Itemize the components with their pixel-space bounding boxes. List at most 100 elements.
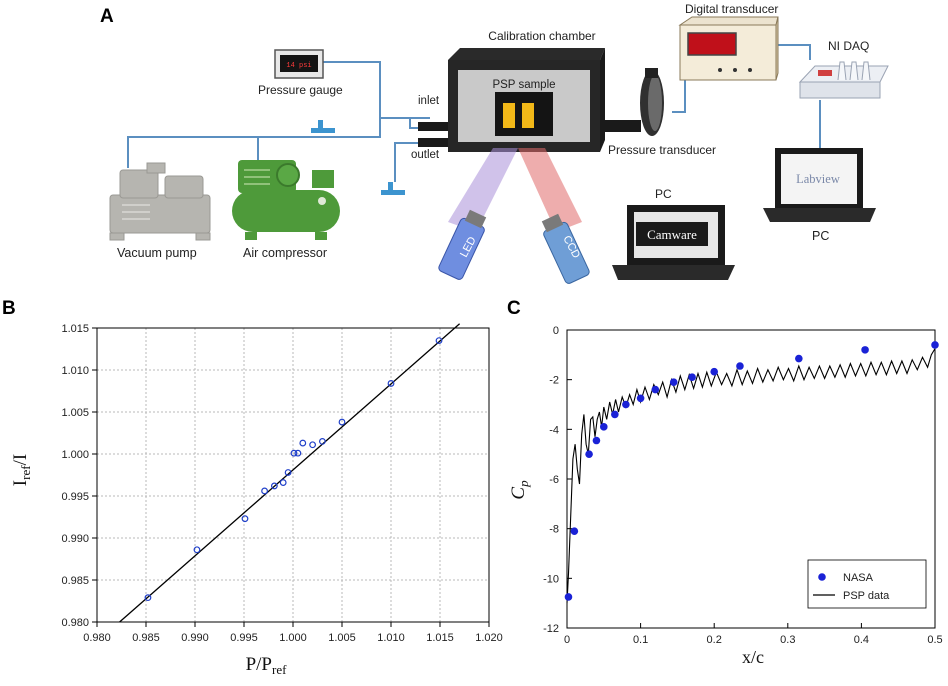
b-data-points bbox=[144, 337, 443, 602]
c-nasa-point bbox=[736, 362, 744, 370]
b-x-tick-label: 1.005 bbox=[328, 632, 356, 644]
c-nasa-point bbox=[710, 367, 718, 376]
b-y-tick-label: 0.990 bbox=[61, 533, 89, 545]
c-y-tick-label: -6 bbox=[549, 474, 559, 486]
c-nasa-point bbox=[564, 593, 573, 601]
b-x-tick-label: 1.020 bbox=[475, 632, 503, 644]
c-y-tick-label: -8 bbox=[549, 524, 559, 536]
b-data-point bbox=[319, 438, 326, 445]
c-y-tick-label: -4 bbox=[549, 424, 559, 436]
pressure-gauge: 14 psi bbox=[274, 49, 324, 79]
pc-camware-label: PC bbox=[655, 187, 672, 201]
b-grid bbox=[97, 328, 489, 622]
c-legend: NASA PSP data bbox=[807, 559, 927, 609]
c-y-axis-label: Cp bbox=[508, 480, 531, 500]
outlet-label: outlet bbox=[411, 149, 440, 161]
calibration-chamber bbox=[448, 48, 605, 152]
c-nasa-point bbox=[931, 341, 939, 349]
b-x-tick-label: 0.980 bbox=[83, 632, 111, 644]
b-data-point bbox=[338, 418, 346, 426]
vacuum-pump bbox=[109, 162, 211, 241]
digital-transducer-label: Digital transducer bbox=[685, 2, 778, 16]
labview-screen: Labview bbox=[796, 172, 840, 186]
inlet-label: inlet bbox=[418, 95, 440, 107]
c-y-tick-label: -10 bbox=[543, 573, 559, 585]
b-data-point bbox=[309, 441, 317, 449]
b-y-tick-label: 1.005 bbox=[61, 407, 89, 419]
b-data-point bbox=[387, 380, 395, 387]
ni-daq bbox=[798, 61, 889, 99]
camware-screen: Camware bbox=[647, 227, 697, 242]
panel-b-letter: B bbox=[2, 298, 16, 319]
b-y-tick-label: 1.015 bbox=[61, 323, 89, 335]
ccd-beam bbox=[518, 148, 582, 232]
c-nasa-point bbox=[636, 394, 645, 403]
c-nasa-point bbox=[585, 450, 593, 458]
b-data-point bbox=[270, 482, 278, 490]
b-y-axis-label: Iref/I bbox=[10, 454, 33, 486]
c-nasa-point bbox=[570, 527, 579, 535]
c-x-tick-label: 0.3 bbox=[780, 634, 795, 646]
c-x-tick-label: 0.4 bbox=[854, 634, 869, 646]
ccd-camera-icon bbox=[541, 213, 590, 284]
b-x-tick-label: 1.015 bbox=[426, 632, 454, 644]
b-data-point bbox=[241, 515, 249, 523]
panel-a-letter: A bbox=[100, 6, 114, 27]
psp-sample-label: PSP sample bbox=[492, 79, 555, 91]
valve-icon bbox=[311, 120, 405, 195]
led-beam bbox=[448, 148, 518, 232]
b-data-point bbox=[284, 469, 292, 476]
b-y-tick-label: 0.980 bbox=[61, 617, 89, 629]
b-y-tick-label: 0.995 bbox=[61, 491, 89, 503]
c-nasa-point bbox=[669, 378, 678, 386]
b-x-tick-label: 0.995 bbox=[230, 632, 258, 644]
b-data-point bbox=[144, 594, 152, 602]
b-x-axis-label: P/Pref bbox=[246, 654, 288, 677]
b-y-tick-label: 1.010 bbox=[61, 365, 89, 377]
b-data-point bbox=[294, 449, 302, 457]
c-y-tick-label: -12 bbox=[543, 623, 559, 635]
legend-nasa-label: NASA bbox=[843, 572, 874, 584]
b-x-tick-label: 0.990 bbox=[181, 632, 209, 644]
pc-labview-label: PC bbox=[812, 229, 829, 243]
b-x-tick-label: 1.000 bbox=[279, 632, 307, 644]
panel-c-letter: C bbox=[507, 298, 521, 319]
c-nasa-point bbox=[592, 436, 601, 445]
inlet-outlet-ports bbox=[418, 122, 448, 147]
legend-psp-label: PSP data bbox=[843, 590, 890, 602]
b-fit-line bbox=[119, 323, 461, 623]
led-light-icon bbox=[438, 209, 487, 280]
c-y-tick-label: -2 bbox=[549, 375, 559, 387]
panel-b-chart: B 0.980 0.985 0.990 0.995 1.000 1.005 1.010 1.0… bbox=[2, 298, 503, 677]
b-data-point bbox=[193, 546, 201, 554]
gauge-readout: 14 psi bbox=[286, 62, 311, 70]
c-x-axis-label: x/c bbox=[742, 647, 764, 667]
c-x-tick-label: 0.2 bbox=[707, 634, 722, 646]
b-x-tick-label: 1.010 bbox=[377, 632, 405, 644]
c-nasa-point bbox=[861, 346, 869, 354]
b-y-tick-label: 1.000 bbox=[61, 449, 89, 461]
pc-camware bbox=[612, 205, 735, 280]
c-x-tick-label: 0.5 bbox=[927, 634, 942, 646]
pressure-transducer-label: Pressure transducer bbox=[608, 143, 716, 157]
digital-transducer bbox=[678, 16, 779, 81]
ni-daq-label: NI DAQ bbox=[828, 39, 869, 53]
c-x-tick-label: 0 bbox=[564, 634, 570, 646]
c-psp-line bbox=[566, 348, 936, 604]
b-data-point bbox=[435, 337, 443, 345]
b-y-tick-label: 0.985 bbox=[61, 575, 89, 587]
pc-labview bbox=[763, 148, 876, 222]
c-nasa-point bbox=[611, 410, 619, 419]
c-nasa-points bbox=[564, 341, 939, 601]
b-data-point bbox=[261, 487, 268, 495]
c-nasa-point bbox=[795, 354, 803, 363]
c-y-tick-label: 0 bbox=[553, 325, 559, 337]
c-nasa-point bbox=[600, 423, 608, 431]
b-data-point bbox=[279, 479, 287, 486]
b-x-tick-label: 0.985 bbox=[132, 632, 160, 644]
c-nasa-point bbox=[688, 373, 696, 381]
c-nasa-point bbox=[651, 385, 660, 394]
vacuum-pump-label: Vacuum pump bbox=[117, 246, 197, 260]
